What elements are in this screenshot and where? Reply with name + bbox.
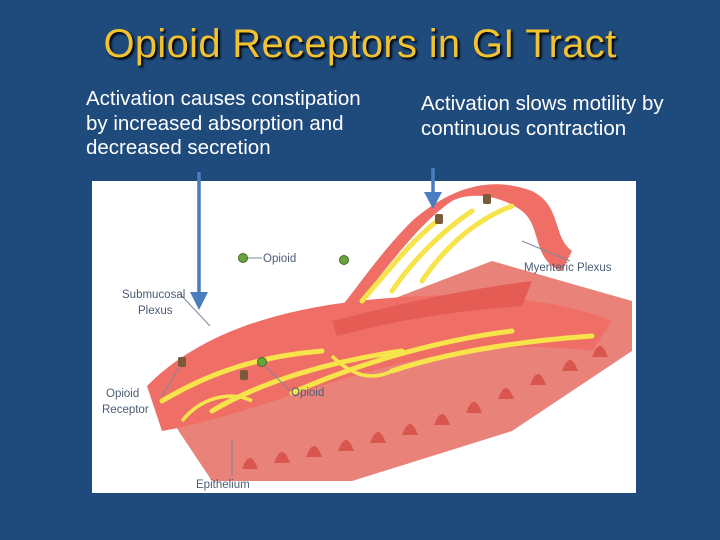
myenteric-layer [332,184,572,336]
opioid-molecules [238,253,349,367]
slide-title: Opioid Receptors in GI Tract [103,22,617,66]
label-receptor-line2: Receptor [102,404,149,416]
label-submucosal-line1: Submucosal [122,289,185,301]
label-myenteric-plexus: Myenteric Plexus [524,262,612,274]
label-epithelium: Epithelium [196,479,250,491]
bullet-motility: Activation slows motility by continuous … [421,92,664,140]
label-submucosal-line2: Plexus [138,305,173,317]
label-receptor-line1: Opioid [106,388,139,400]
opioid-receptors [178,194,491,380]
submucosal-layer [147,295,612,431]
gi-tract-illustration: Opioid Myenteric Plexus Submucosal Plexu… [92,181,636,493]
label-leaders [161,240,571,476]
label-opioid-top: Opioid [263,253,296,265]
label-opioid-bottom: Opioid [291,387,324,399]
bullet-constipation: Activation causes constipation by increa… [86,87,361,159]
gi-tract-svg: Opioid Myenteric Plexus Submucosal Plexu… [102,184,632,491]
